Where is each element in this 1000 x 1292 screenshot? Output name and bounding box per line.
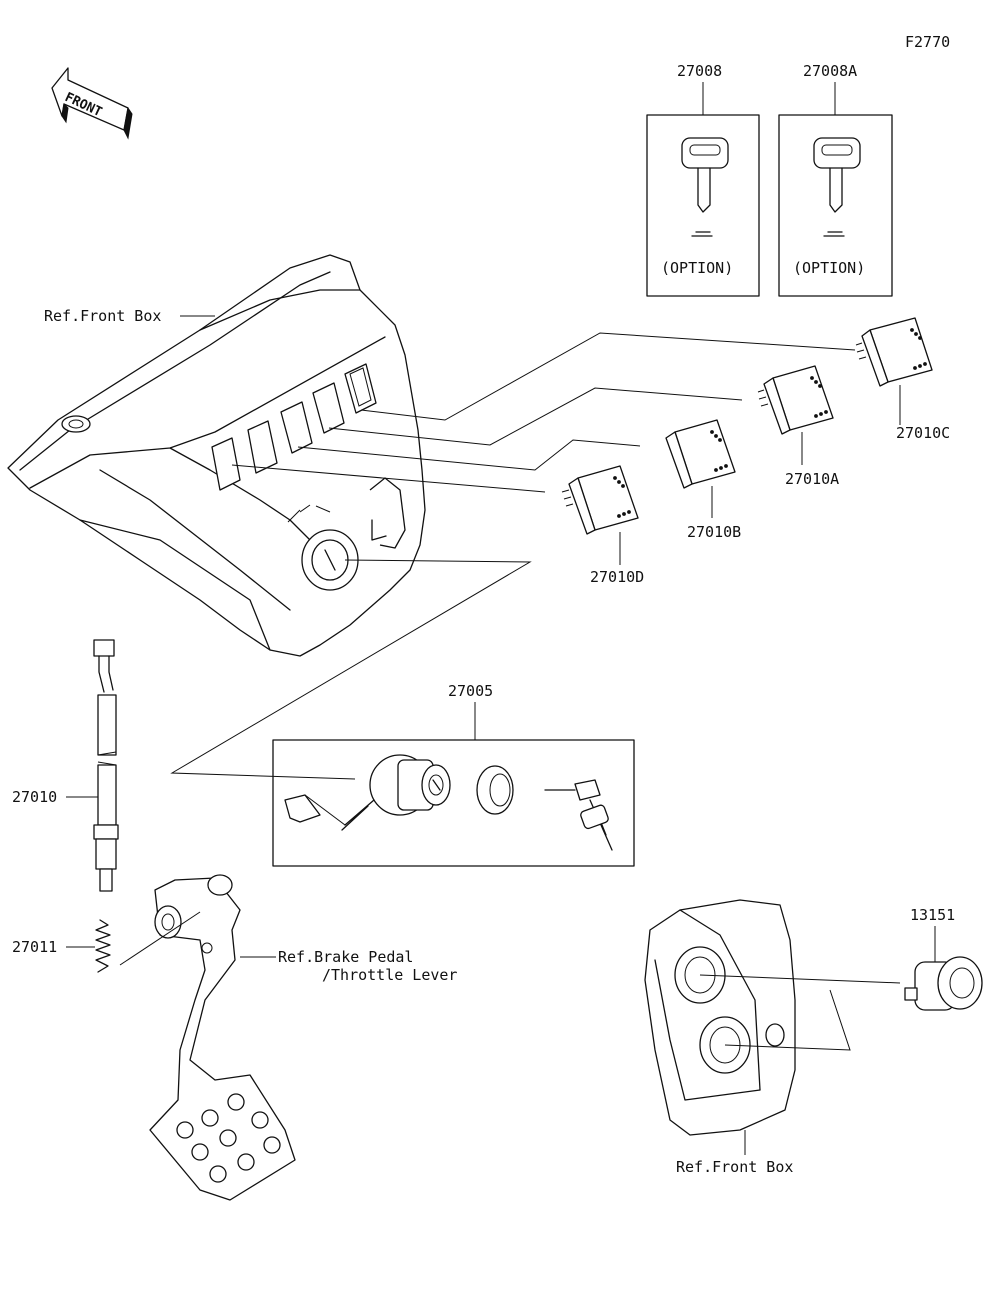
- part-label-27008A: 27008A: [803, 62, 857, 80]
- key-icon: [813, 137, 861, 237]
- key-icon: [681, 137, 729, 237]
- part-label-27008: 27008: [677, 62, 722, 80]
- part-label-27005: 27005: [448, 682, 493, 700]
- ref-brake-pedal-line2: /Throttle Lever: [322, 966, 457, 984]
- key-27008A: 27008A (OPTION): [778, 62, 893, 297]
- leader-lines: [170, 332, 856, 780]
- ignition-switch-body-icon: [284, 754, 451, 831]
- ref-brake-pedal-line1: Ref.Brake Pedal: [278, 948, 413, 966]
- part-label-27010D: 27010D: [590, 568, 644, 586]
- front-box-lower: [644, 899, 901, 1155]
- ignition-set-27005: 27005: [272, 682, 635, 867]
- pedal-pad: [176, 1093, 281, 1183]
- rocker-switch-27010D: [561, 465, 639, 565]
- spring-27011: [66, 919, 111, 973]
- key-27008: 27008 (OPTION): [646, 62, 760, 297]
- socket-13151: [904, 926, 983, 1011]
- rocker-switch-27010B: [665, 419, 736, 518]
- part-label-27010C: 27010C: [896, 424, 950, 442]
- ignition-switch-icon: [287, 504, 359, 591]
- figure-code: F2770: [905, 33, 950, 51]
- lock-nut-icon: [476, 765, 514, 815]
- brake-switch-27010: [66, 639, 119, 892]
- part-label-27010B: 27010B: [687, 523, 741, 541]
- option-label-2: (OPTION): [793, 259, 865, 277]
- ignition-keys-icon: [544, 779, 613, 851]
- ref-front-box-top: Ref.Front Box: [44, 307, 161, 325]
- rocker-switch-27010A: [757, 365, 834, 465]
- ref-front-box-bottom: Ref.Front Box: [676, 1158, 793, 1176]
- switch-slots: [211, 363, 377, 491]
- front-box-panel: [7, 254, 426, 657]
- rocker-switch-27010C: [855, 317, 933, 425]
- part-label-13151: 13151: [910, 906, 955, 924]
- part-label-27011: 27011: [12, 938, 57, 956]
- part-label-27010A: 27010A: [785, 470, 839, 488]
- brake-pedal: [119, 874, 296, 1201]
- option-label-1: (OPTION): [661, 259, 733, 277]
- front-arrow-icon: FRONT: [51, 67, 133, 140]
- part-label-27010: 27010: [12, 788, 57, 806]
